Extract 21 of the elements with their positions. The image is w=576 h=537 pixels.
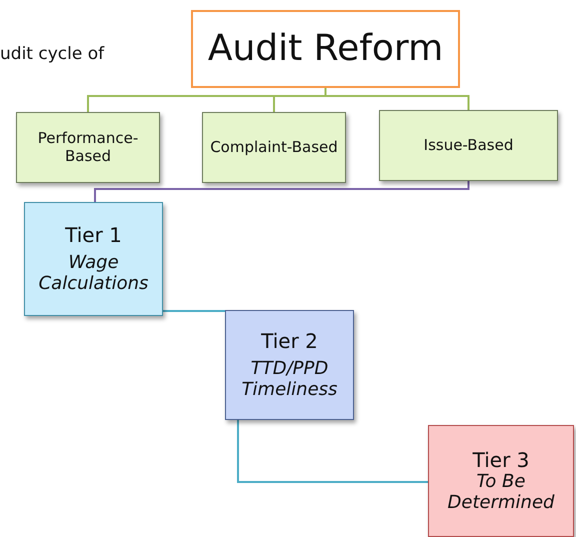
box-subtitle: To Be Determined — [446, 472, 556, 514]
box-heading: Issue-Based — [424, 136, 514, 154]
category-box — [202, 112, 346, 183]
tier-box — [225, 310, 354, 420]
category-box — [379, 110, 558, 181]
box-heading: Audit Reform — [208, 28, 444, 70]
connector-line — [237, 420, 428, 483]
tier-box — [428, 425, 574, 537]
connector-line — [163, 310, 225, 312]
connector-line — [94, 181, 470, 202]
title-box — [191, 10, 460, 88]
box-heading: Performance-Based — [36, 130, 140, 165]
category-box — [16, 112, 160, 183]
box-heading: Complaint-Based — [210, 138, 338, 156]
box-subtitle: Wage Calculations — [38, 252, 150, 294]
box-subtitle: TTD/PPD Timeliness — [240, 358, 338, 400]
box-heading: Tier 1 — [65, 224, 122, 247]
tier-box — [24, 202, 163, 316]
box-heading: Tier 2 — [261, 330, 318, 353]
note-text: udit cycle of — [0, 44, 104, 64]
box-heading: Tier 3 — [472, 448, 530, 472]
